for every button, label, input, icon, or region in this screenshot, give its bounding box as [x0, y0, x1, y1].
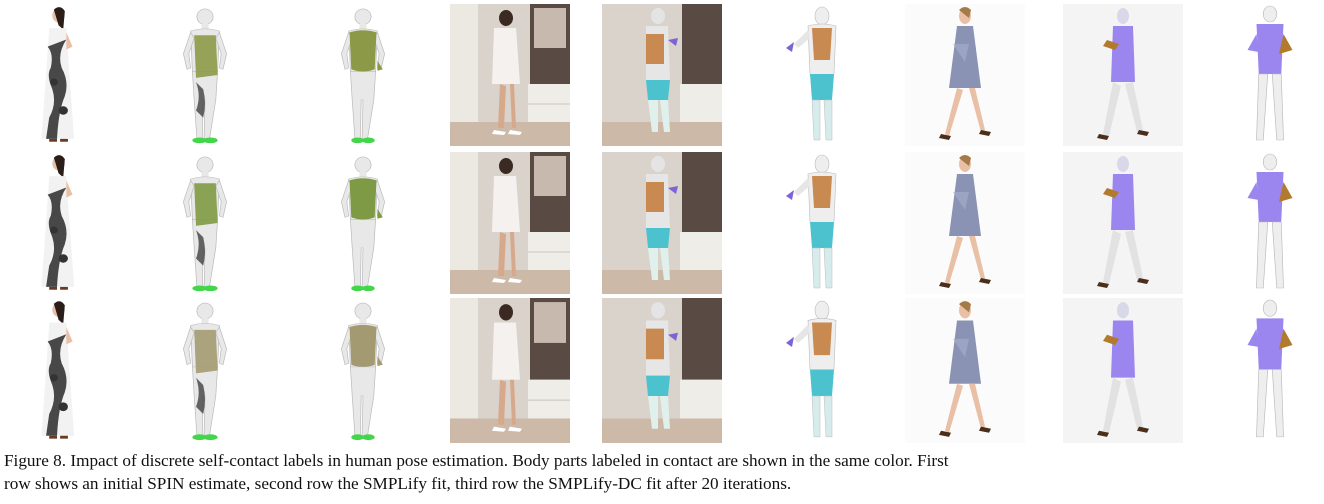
figure-panel-r1-mesh-front-walking	[1225, 4, 1315, 146]
figure-panel-r3-mesh-side	[160, 298, 250, 443]
caption-line-2: row shows an initial SPIN estimate, seco…	[4, 474, 792, 493]
figure-panel-r2-mesh-overlay	[602, 152, 722, 294]
figure-panel-r1-mesh-back	[782, 4, 862, 146]
figure-panel-r3-mesh-overlay-walking	[1063, 298, 1183, 443]
figure-panel-r1-photo-dress	[18, 4, 96, 146]
figure-panel-r2-photo-hallway	[450, 152, 570, 294]
figure-panel-r3-mesh-front-walking	[1225, 298, 1315, 443]
figure-panel-r3-mesh-front	[318, 298, 408, 443]
figure-panel-r2-mesh-front-walking	[1225, 152, 1315, 294]
figure-panel-r1-mesh-overlay	[602, 4, 722, 146]
figure-grid	[18, 4, 1315, 443]
figure-panel-r2-photo-walking	[905, 152, 1025, 294]
figure-panel-r3-photo-hallway	[450, 298, 570, 443]
figure-panel-r1-photo-hallway	[450, 4, 570, 146]
figure-panel-r1-mesh-side	[160, 4, 250, 146]
figure-panel-r1-mesh-overlay-walking	[1063, 4, 1183, 146]
figure-panel-r3-mesh-overlay	[602, 298, 722, 443]
figure-panel-r1-photo-walking	[905, 4, 1025, 146]
figure-panel-r2-mesh-overlay-walking	[1063, 152, 1183, 294]
figure-panel-r2-mesh-side	[160, 152, 250, 294]
figure-panel-r2-photo-dress	[18, 152, 96, 294]
figure-panel-r3-mesh-back	[782, 298, 862, 443]
figure-panel-r3-photo-walking	[905, 298, 1025, 443]
figure-panel-r3-photo-dress	[18, 298, 96, 443]
figure-panel-r2-mesh-front	[318, 152, 408, 294]
figure-caption: Figure 8. Impact of discrete self-contac…	[4, 449, 1322, 495]
figure-panel-r1-mesh-front	[318, 4, 408, 146]
figure-panel-r2-mesh-back	[782, 152, 862, 294]
caption-line-1: Figure 8. Impact of discrete self-contac…	[4, 451, 949, 470]
